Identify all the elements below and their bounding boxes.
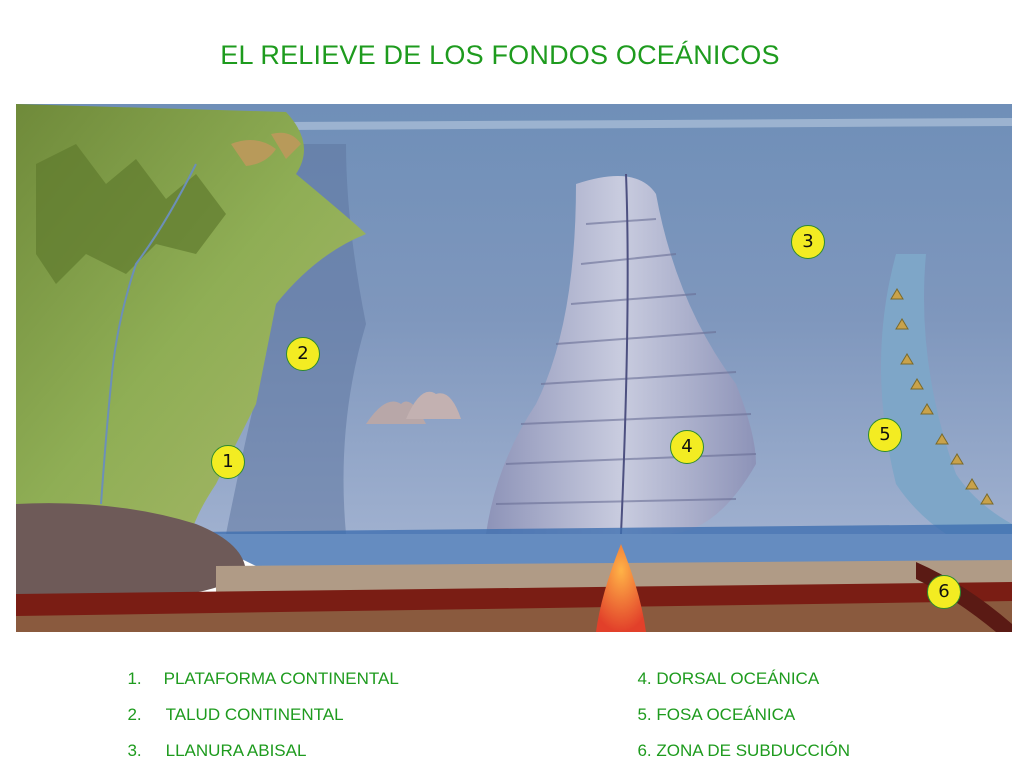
mountain-range bbox=[36, 144, 226, 284]
legend-label: DORSAL OCEÁNICA bbox=[656, 669, 820, 688]
section-water bbox=[186, 524, 1012, 574]
marker-abyssal-plain: 3 bbox=[791, 225, 825, 259]
oceanic-trench bbox=[881, 254, 1012, 534]
magma-upwelling bbox=[596, 544, 646, 632]
island-group bbox=[231, 132, 301, 166]
legend-label: LLANURA ABISAL bbox=[165, 741, 307, 760]
marker-continental-shelf: 1 bbox=[211, 445, 245, 479]
legend-label: PLATAFORMA CONTINENTAL bbox=[163, 669, 399, 688]
legend-number: 4. bbox=[637, 669, 652, 688]
legend-item-5: 5. FOSA OCEÁNICA bbox=[628, 685, 795, 725]
legend-item-3: 3. LLANURA ABISAL bbox=[118, 721, 306, 761]
marker-ocean-trench: 5 bbox=[868, 418, 902, 452]
legend-number: 1. bbox=[127, 669, 142, 688]
ocean-horizon bbox=[286, 118, 1012, 130]
marker-continental-slope: 2 bbox=[286, 337, 320, 371]
legend-number: 3. bbox=[127, 741, 142, 760]
deep-mantle bbox=[16, 601, 1012, 632]
legend-number: 5. bbox=[637, 705, 652, 724]
marker-subduction-zone: 6 bbox=[927, 575, 961, 609]
river bbox=[100, 163, 197, 505]
mantle-layer bbox=[16, 582, 1012, 619]
legend-number: 6. bbox=[637, 741, 652, 760]
legend-item-2: 2. TALUD CONTINENTAL bbox=[118, 685, 344, 725]
legend-item-1: 1. PLATAFORMA CONTINENTAL bbox=[118, 649, 399, 689]
legend-item-4: 4. DORSAL OCEÁNICA bbox=[628, 649, 819, 689]
legend-item-6: 6. ZONA DE SUBDUCCIÓN bbox=[628, 721, 850, 761]
legend-label: ZONA DE SUBDUCCIÓN bbox=[656, 741, 851, 760]
diagram-title: EL RELIEVE DE LOS FONDOS OCEÁNICOS bbox=[220, 40, 780, 70]
marker-ocean-ridge: 4 bbox=[670, 430, 704, 464]
legend-label: FOSA OCEÁNICA bbox=[656, 705, 796, 724]
legend-number: 2. bbox=[127, 705, 142, 724]
legend-label: TALUD CONTINENTAL bbox=[165, 705, 344, 724]
seamount-2 bbox=[406, 391, 461, 419]
ocean-floor-illustration bbox=[16, 104, 1012, 632]
volcanic-arc bbox=[890, 288, 994, 505]
ridge-axis bbox=[620, 173, 629, 535]
continental-crust bbox=[16, 503, 246, 604]
ridge-ridges bbox=[495, 218, 757, 505]
